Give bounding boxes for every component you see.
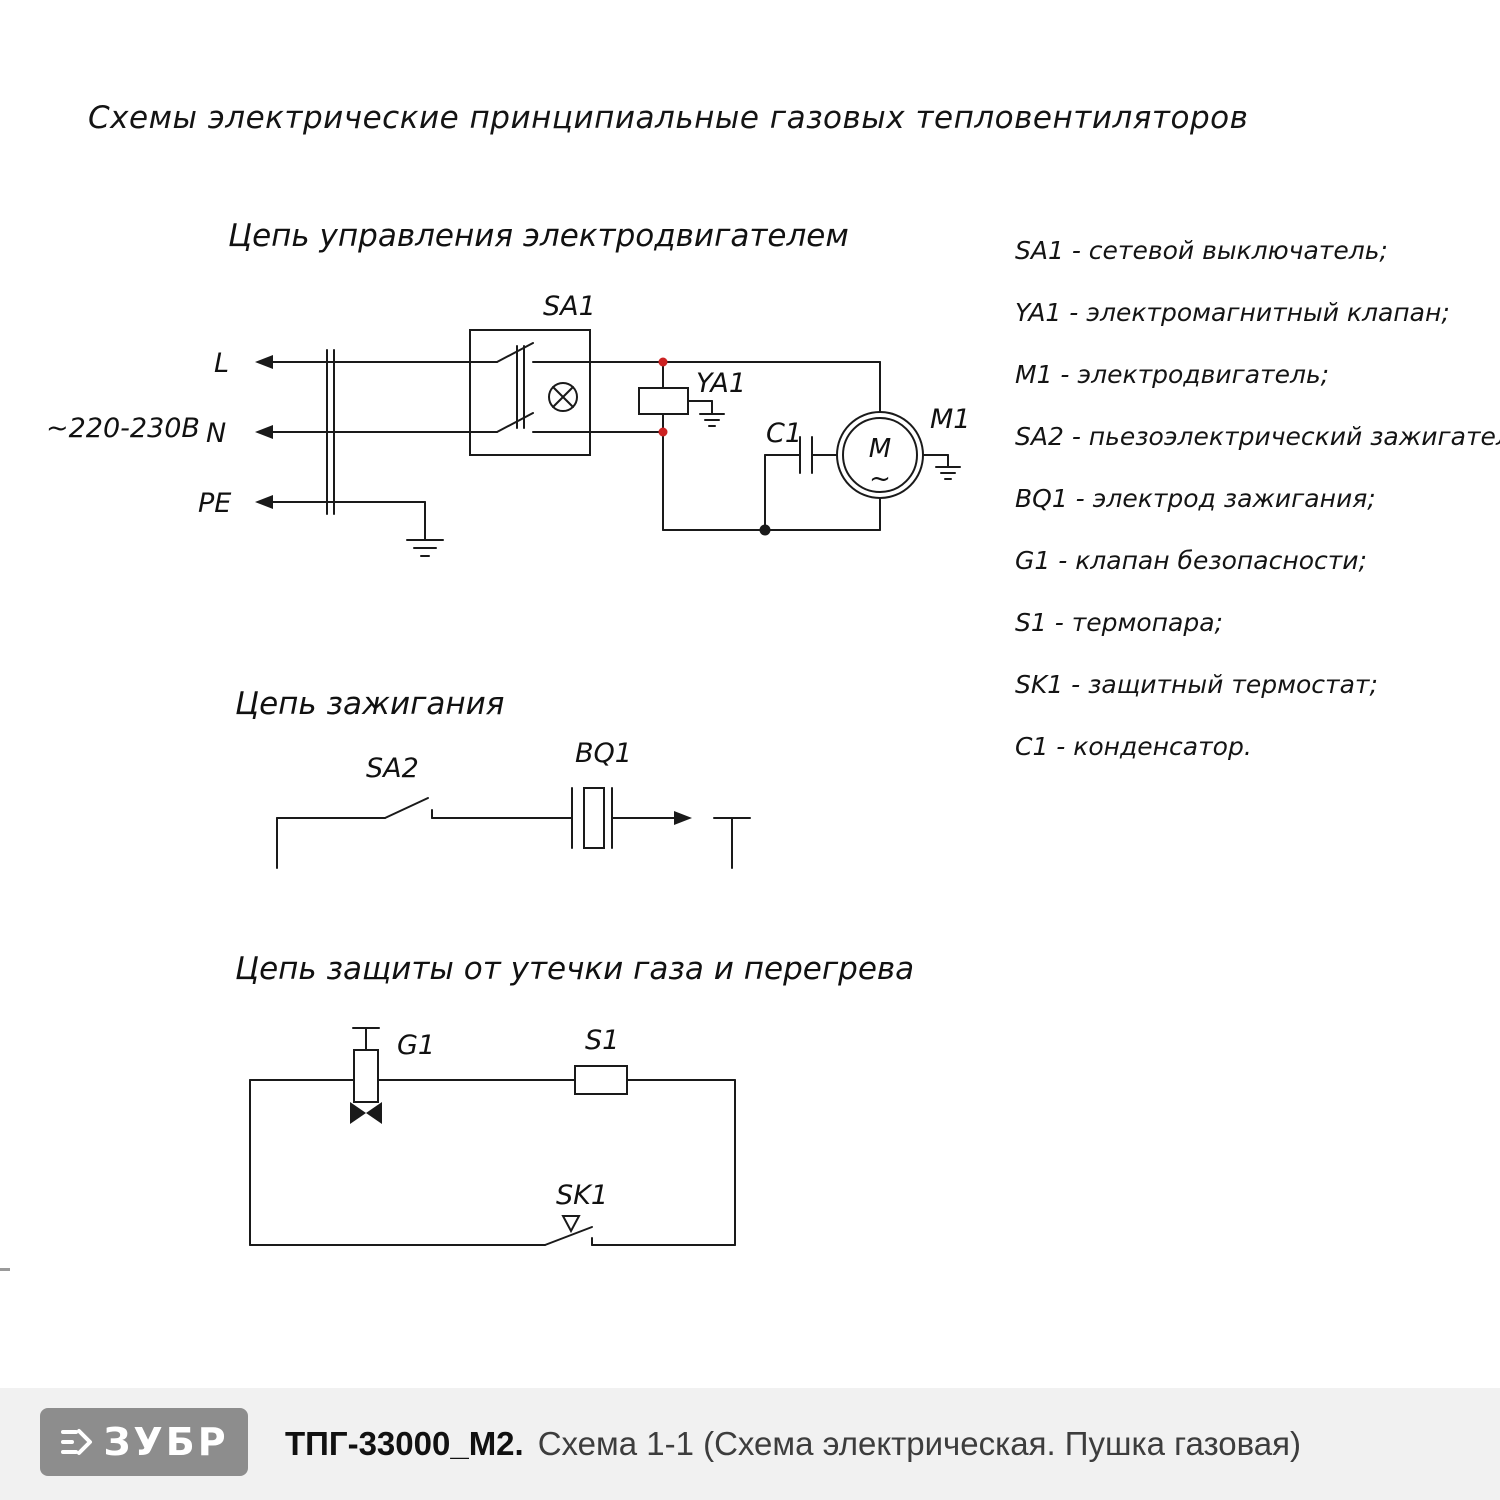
junction-dot-black: [759, 524, 771, 536]
ignition-wiring: [276, 797, 751, 869]
bq1-piezo-icon: [571, 787, 613, 849]
legend-item-s1: S1 - термопара;: [1015, 607, 1223, 637]
m1-motor-symbol: M ~: [836, 411, 961, 499]
zubr-logo-icon: [61, 1429, 93, 1455]
legend-item-ya1: YA1 - электромагнитный клапан;: [1015, 297, 1450, 327]
control-circuit-title: Цепь управления электродвигателем: [228, 218, 849, 254]
motor-m-letter: M: [869, 434, 891, 464]
brand-name: ЗУБР: [103, 1420, 229, 1464]
legend-item-sa2: SA2 - пьезоэлектрический зажигатель;: [1015, 421, 1500, 451]
page-title: Схемы электрические принципиальные газов…: [88, 100, 1249, 136]
pe-ground-icon: [406, 539, 444, 557]
protection-circuit-title: Цепь защиты от утечки газа и перегрева: [235, 951, 914, 987]
indicator-lamp-icon: [548, 382, 578, 412]
sa1-switch-box: [469, 329, 591, 456]
legend-item-sk1: SK1 - защитный термостат;: [1015, 669, 1378, 699]
ignition-circuit-title: Цепь зажигания: [235, 686, 504, 722]
legend-item-bq1: BQ1 - электрод зажигания;: [1015, 483, 1376, 513]
ya1-ground-icon: [699, 413, 725, 427]
scheme-caption: Схема 1-1 (Схема электрическая. Пушка га…: [537, 1425, 1301, 1462]
ignition-circuit: Цепь зажигания SA2 BQ1: [235, 686, 751, 869]
footer-bar: ЗУБР ТПГ-33000_М2. Схема 1-1 (Схема элек…: [0, 1388, 1500, 1500]
s1-label: S1: [585, 1025, 619, 1056]
model-number: ТПГ-33000_М2.: [285, 1425, 524, 1462]
junction-dot-red-top: [658, 357, 668, 367]
sk1-thermostat-icon: [544, 1215, 593, 1246]
legend-item-c1: C1 - конденсатор.: [1015, 731, 1252, 761]
voltage-label: ~220-230В: [46, 413, 200, 444]
junction-dot-red-bottom: [658, 427, 668, 437]
g1-label: G1: [397, 1030, 435, 1061]
control-circuit: Цепь управления электродвигателем SA1 ~2…: [46, 218, 970, 557]
ya1-label: YA1: [696, 368, 746, 399]
s1-thermocouple-icon: [574, 1065, 628, 1095]
plug-connector-icon: [326, 349, 335, 515]
stray-tick-mark: [0, 1268, 10, 1271]
line-pe-label: PE: [198, 488, 231, 519]
c1-label: C1: [766, 418, 802, 449]
protection-circuit: Цепь защиты от утечки газа и перегрева G…: [235, 951, 914, 1246]
footer-caption: ТПГ-33000_М2. Схема 1-1 (Схема электриче…: [285, 1388, 1301, 1500]
bq1-label: BQ1: [575, 738, 632, 769]
legend-item-sa1: SA1 - сетевой выключатель;: [1015, 235, 1388, 265]
ya1-valve-coil: [638, 387, 725, 427]
c1-capacitor-icon: [799, 436, 813, 474]
spark-arrow-icon: [674, 811, 692, 825]
legend-item-m1: M1 - электродвигатель;: [1015, 359, 1330, 389]
sa2-label: SA2: [366, 753, 419, 784]
protection-wiring: [249, 1079, 736, 1246]
legend: SA1 - сетевой выключатель; YA1 - электро…: [1015, 219, 1500, 777]
motor-ac-symbol: ~: [869, 464, 891, 494]
motor-ground-icon: [935, 466, 961, 480]
line-l-label: L: [214, 348, 229, 379]
legend-item-g1: G1 - клапан безопасности;: [1015, 545, 1367, 575]
m1-label: M1: [930, 404, 970, 435]
line-n-label: N: [206, 418, 226, 449]
zubr-logo: ЗУБР: [40, 1408, 248, 1476]
sk1-label: SK1: [556, 1180, 608, 1211]
sa1-label: SA1: [543, 291, 596, 322]
g1-safety-valve-icon: [350, 1027, 382, 1124]
